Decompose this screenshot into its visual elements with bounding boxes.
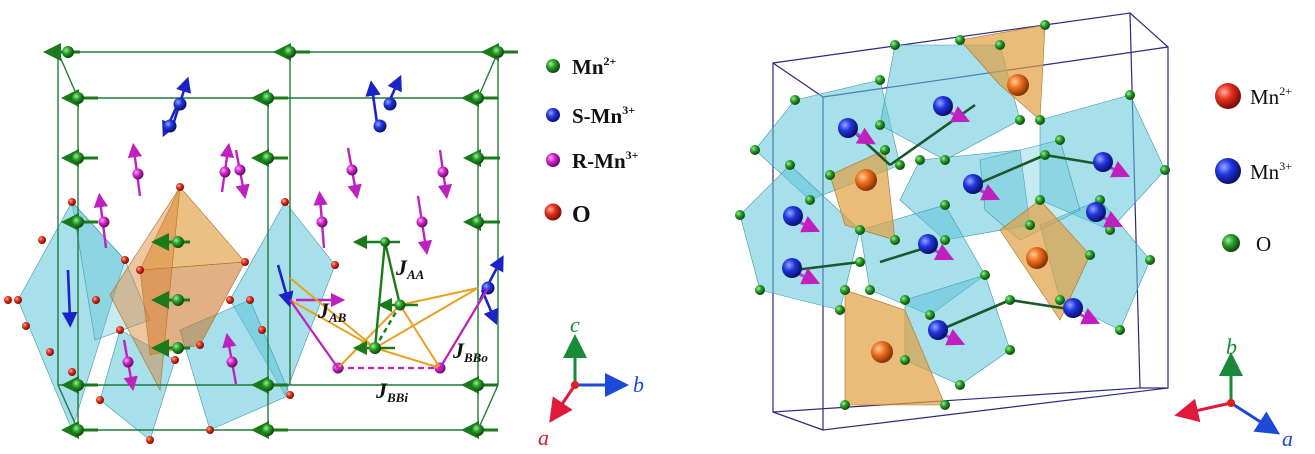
left-exchange-bonds [289,234,489,370]
jab-label: JAB [317,298,347,325]
right-mn2-atoms [855,74,1048,363]
left-structure: JAA JAB JBBo JBBi [4,43,518,444]
legend-o-label: O [572,202,591,228]
green-sphere-icon [1222,234,1240,252]
red-sphere-icon [1215,83,1241,109]
green-sphere-icon [546,59,560,73]
left-legend: Mn2+ S-Mn3+ R-Mn3+ O [544,54,639,228]
left-s-mn3-spins [61,74,504,328]
jaa-label: JAA [395,255,425,282]
right-legend: Mn2+ Mn3+ O [1215,83,1292,256]
right-structure [735,12,1170,431]
blue-sphere-icon [546,108,560,122]
blue-sphere-icon [1215,158,1241,184]
legend-mn3-label: Mn3+ [1250,159,1292,184]
jbbi-label: JBBi [375,378,408,405]
axis-c-label: c [570,312,580,337]
jbbo-label: JBBo [452,338,488,365]
left-oxygen-atoms [4,183,339,444]
axis-b-label: b [1226,334,1237,359]
legend-mn2-label: Mn2+ [1250,84,1292,109]
axis-b-label: b [633,372,644,397]
octahedron [739,164,861,311]
legend-mn2-label: Mn2+ [572,54,617,79]
right-mn3-atoms [782,96,1131,346]
legend-o-label: O [1256,232,1271,256]
right-oxygen-atoms [735,20,1170,410]
axis-a-label: a [1282,426,1293,451]
axis-a-label: a [538,425,549,450]
left-axes: c b a [538,312,644,450]
legend-r-mn3-label: R-Mn3+ [572,148,639,173]
left-mn2-spins [43,43,518,439]
left-coupling-labels: JAA JAB JBBo JBBi [317,255,488,405]
right-unit-cell [772,12,1169,431]
magenta-sphere-icon [546,153,560,167]
red-sphere-icon [544,203,562,221]
legend-s-mn3-label: S-Mn3+ [572,103,635,128]
right-axes: b a [1174,334,1293,451]
